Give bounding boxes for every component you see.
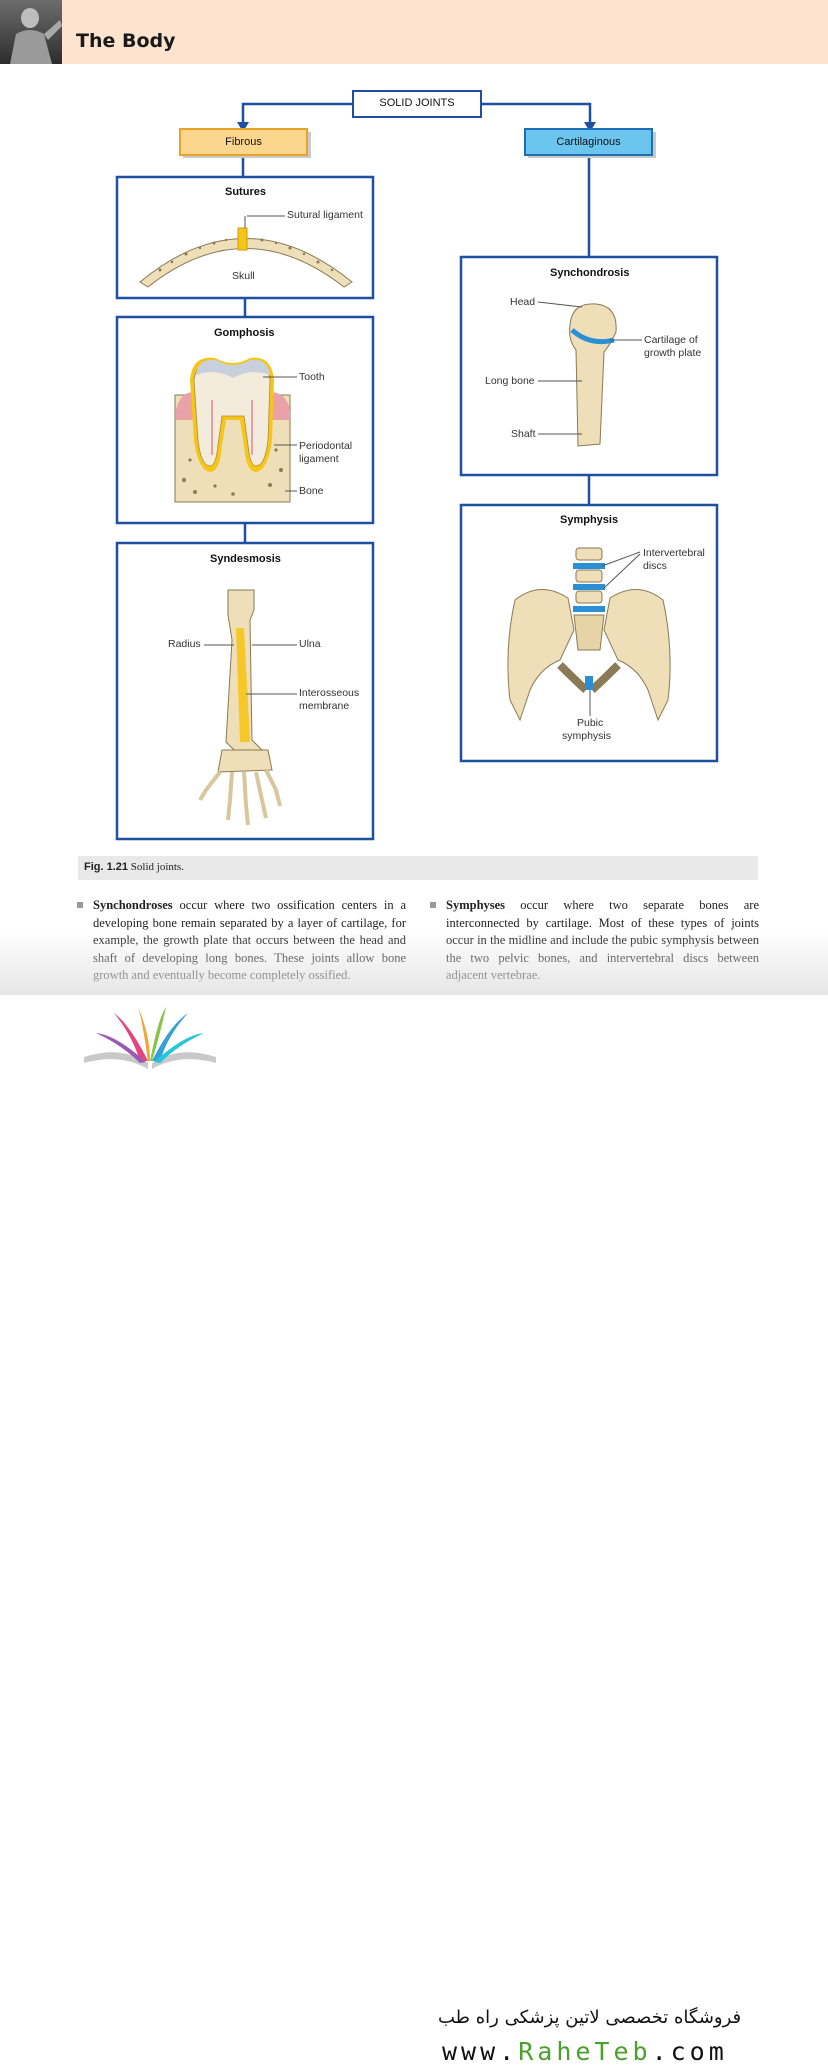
ulna-label: Ulna	[299, 638, 321, 650]
caption-label: Fig. 1.21	[84, 861, 129, 873]
caption-band	[78, 856, 758, 880]
url-prefix: www.	[442, 2037, 519, 2066]
pubic-label-2: symphysis	[562, 730, 612, 742]
cartilage-label-2: growth plate	[644, 347, 702, 359]
site-url[interactable]: www.RaheTeb.com	[442, 2037, 728, 2066]
discs-label-2: discs	[643, 560, 667, 572]
periodontal-label-2: ligament	[299, 453, 339, 465]
fibrous-label: Fibrous	[225, 136, 262, 148]
root-box	[352, 90, 482, 118]
bullet-icon	[77, 902, 83, 908]
footer-banner: فروشگاه تخصصی لاتین پزشکی راه طب www.Rah…	[0, 995, 828, 2066]
long-bone-illustration	[537, 301, 642, 447]
bone-label: Bone	[299, 485, 324, 497]
forearm-illustration	[198, 589, 297, 826]
skull-label: Skull	[232, 270, 255, 282]
header-photo	[0, 0, 62, 64]
shop-name: فروشگاه تخصصی لاتین پزشکی راه طب	[438, 2007, 742, 2028]
tooth-illustration	[174, 357, 297, 503]
tooth-label: Tooth	[299, 371, 325, 383]
sutural-ligament-label: Sutural ligament	[287, 209, 363, 221]
gomphosis-title: Gomphosis	[214, 327, 275, 339]
page-header-title: The Body	[76, 30, 176, 52]
cartilaginous-label: Cartilaginous	[556, 136, 621, 148]
open-book-logo-icon	[84, 1007, 216, 1069]
cartilage-label-1: Cartilage of	[644, 334, 698, 346]
url-brand: RaheTeb	[518, 2037, 652, 2066]
pubic-label-1: Pubic	[577, 717, 604, 729]
membrane-label-2: membrane	[299, 700, 350, 712]
head-label: Head	[510, 296, 536, 308]
cartilaginous-box	[524, 128, 653, 156]
periodontal-label-1: Periodontal	[299, 440, 353, 452]
synchondrosis-title: Synchondrosis	[550, 267, 630, 279]
long-bone-label: Long bone	[485, 375, 535, 387]
radius-label: Radius	[168, 638, 201, 650]
url-suffix: .com	[651, 2037, 728, 2066]
athlete-photo-icon	[10, 8, 62, 64]
page-fade	[0, 930, 828, 1000]
left-term: Synchondroses	[93, 898, 173, 912]
fibrous-box	[179, 128, 308, 156]
right-term: Symphyses	[446, 898, 506, 912]
symphysis-title: Symphysis	[560, 514, 619, 526]
skull-illustration	[139, 215, 353, 288]
bullet-icon	[430, 902, 436, 908]
connector-lines	[237, 102, 596, 543]
caption-text: Solid joints.	[130, 861, 184, 873]
pelvis-illustration	[507, 547, 671, 722]
solid-joints-diagram	[115, 90, 719, 841]
discs-label-1: Intervertebral	[643, 547, 705, 559]
shaft-label: Shaft	[511, 428, 536, 440]
membrane-label-1: Interosseous	[299, 687, 360, 699]
header-band	[0, 0, 828, 64]
sutures-title: Sutures	[225, 186, 266, 198]
figure-caption: Fig. 1.21 Solid joints.	[84, 861, 184, 873]
syndesmosis-title: Syndesmosis	[210, 553, 281, 565]
root-label: SOLID JOINTS	[379, 97, 455, 109]
